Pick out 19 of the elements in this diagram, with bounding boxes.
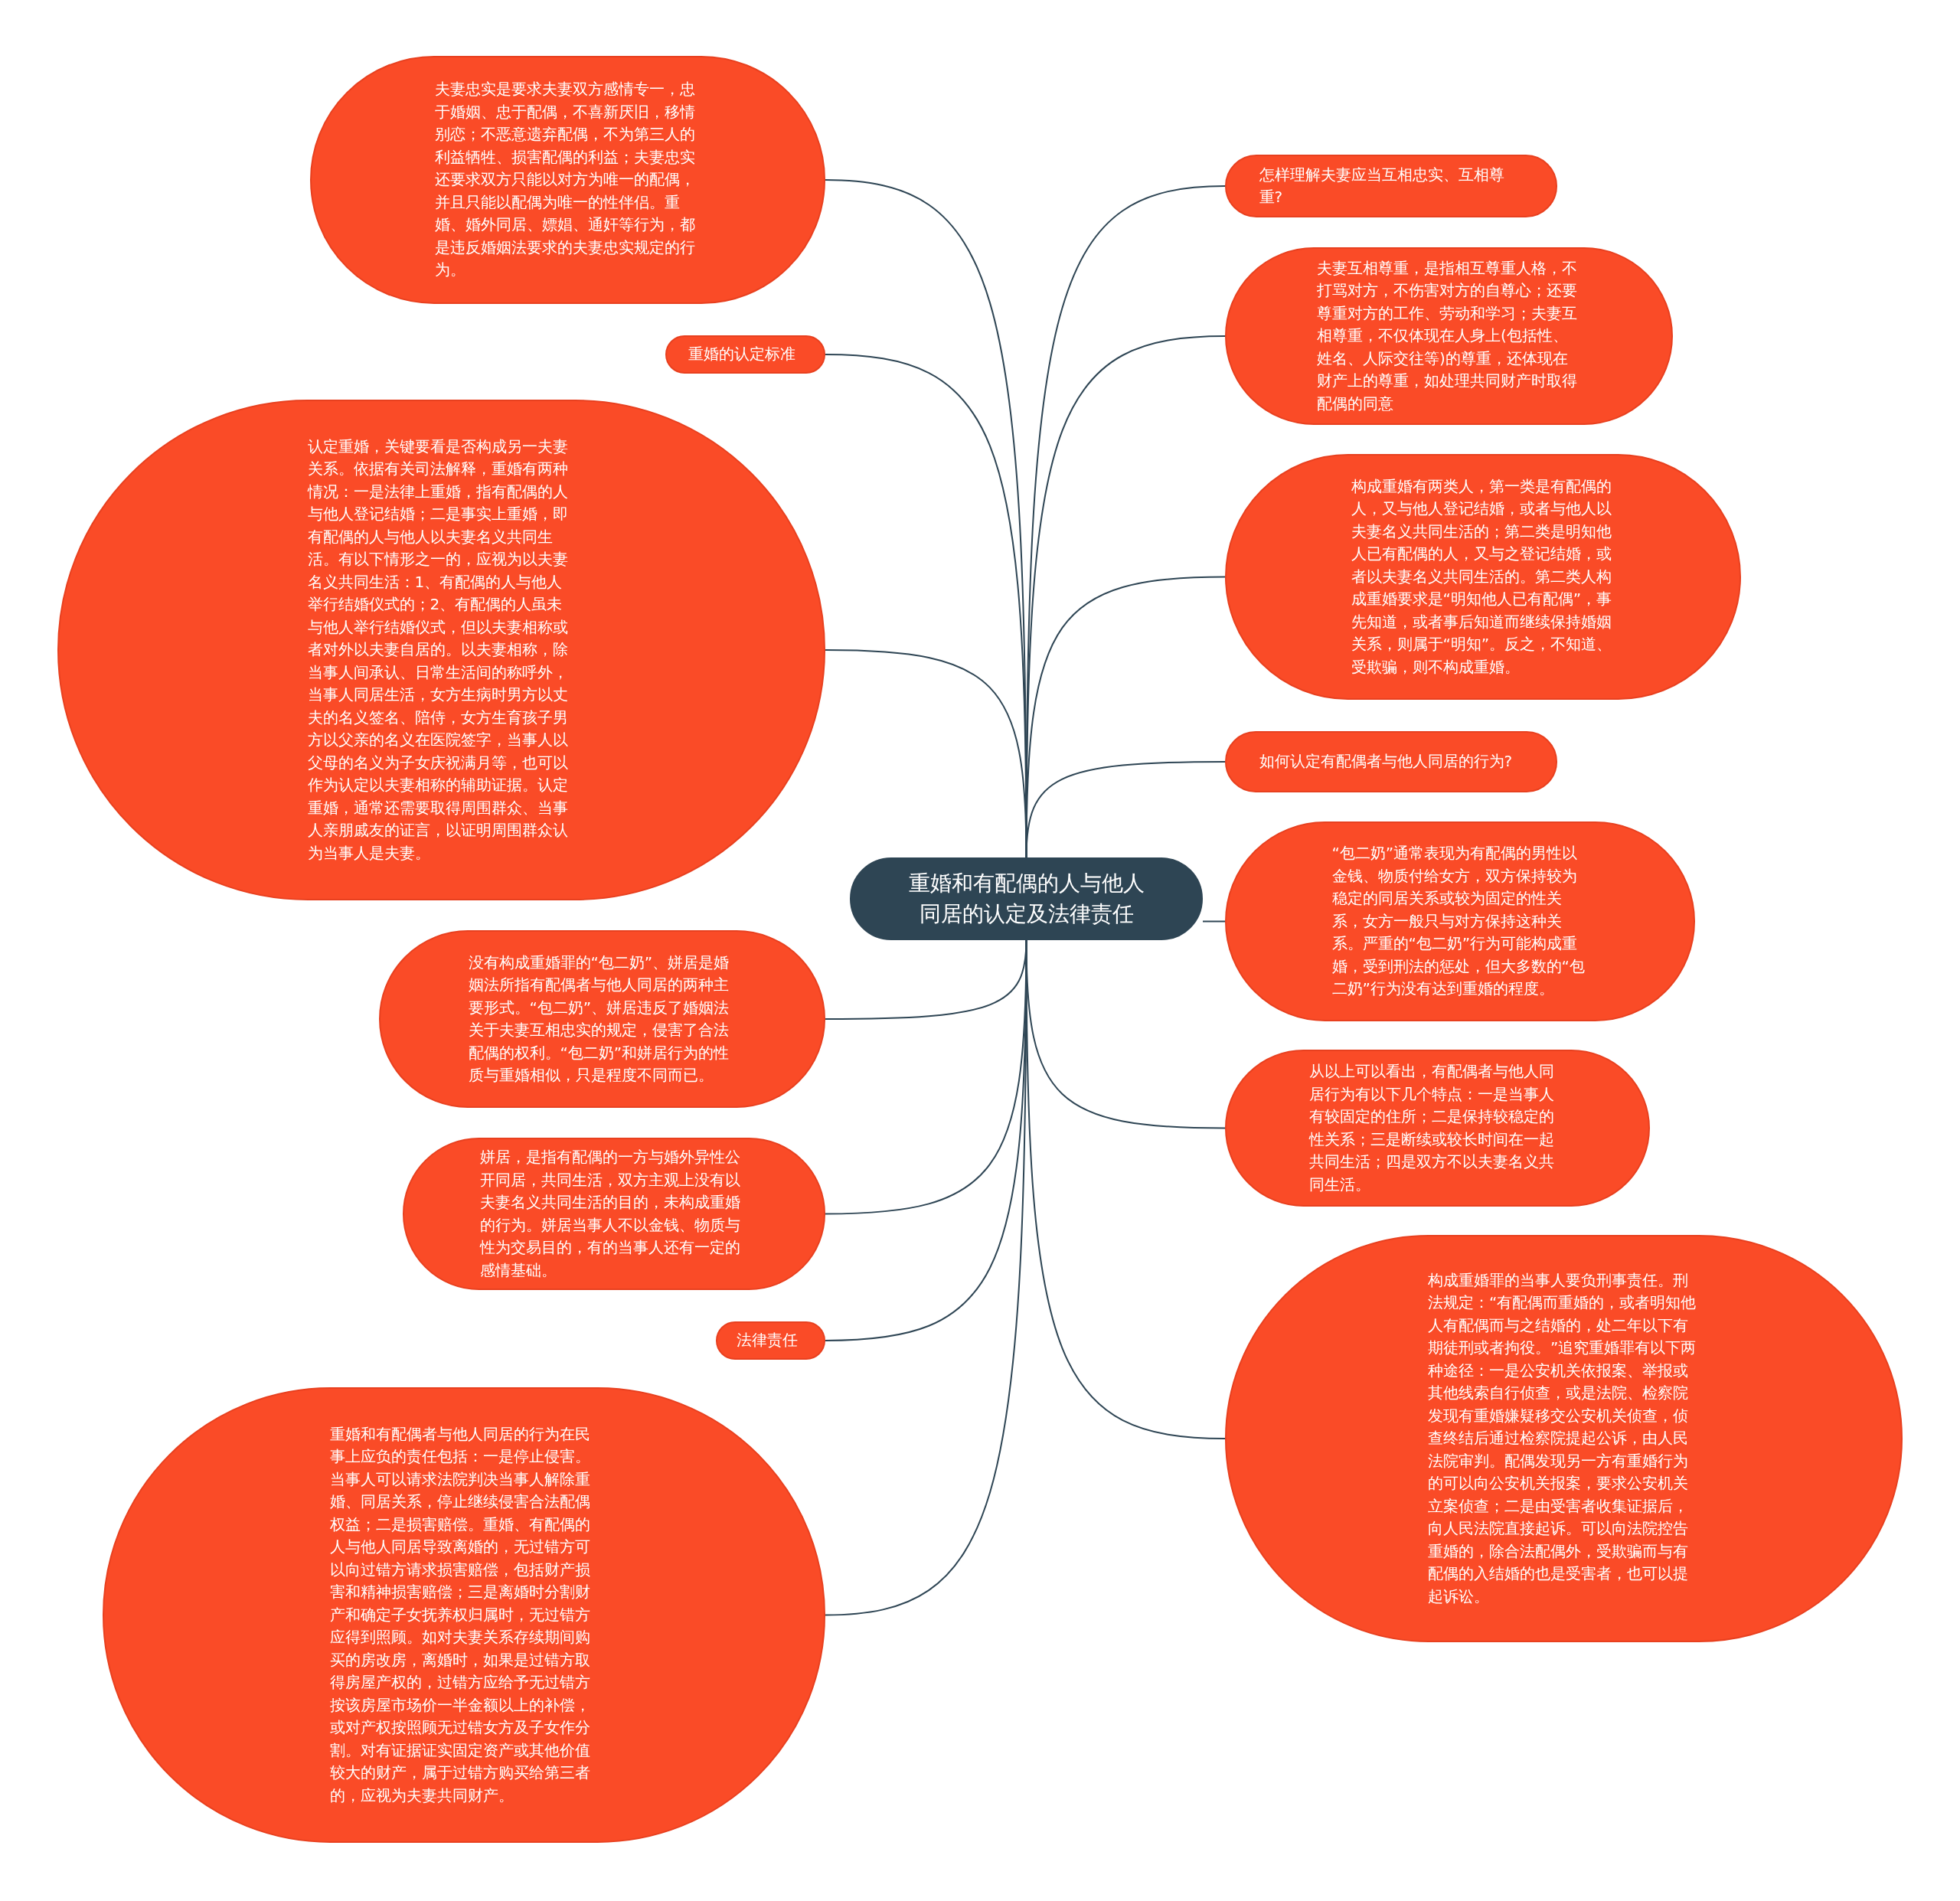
bubble-text: 构成重婚罪的当事人要负刑事责任。刑法规定：“有配偶而重婚的，或者明知他人有配偶而与之结婚的，处二年以下有期徒刑或者拘役。”追究重婚罪有以下两种途径：一是公安机关依报案、举报或其他线索自行侦查，或是法院、检察院发现有重婚嫌疑移交公安机关侦查，侦查终结后通过检察院提起公诉，由人民法院审判。配偶发现另一方有重婚行为的可以向公安机关报案，要求公安机关立案侦查；二是由受害者收集证据后，向人民法院直接起诉。可以向法院控告重婚的，除合法配偶外，受欺骗而与有配偶的入结婚的也是受害者，也可以提起诉讼。 — [1428, 1269, 1697, 1607]
topic-pill — [665, 335, 825, 374]
topic-text: 如何认定有配偶者与他人同居的行为? — [1259, 751, 1514, 772]
bubble-text: 构成重婚有两类人，第一类是有配偶的人，又与他人登记结婚，或者与他人以夫妻名义共同生活的；第二类是明知他人已有配偶的人，又与之登记结婚，或者以夫妻名义共同生活的。第二类人构成重婚要求是“明知他人已有配偶”，事先知道，或者事后知道而继续保持婚姻关系，则属于“明知”。反之，不知道、受欺骗，则不构成重婚。 — [1351, 475, 1613, 678]
bubble-text: 夫妻互相尊重，是指相互尊重人格，不打骂对方，不伤害对方的自尊心；还要尊重对方的工作、劳动和学习；夫妻互相尊重，不仅体现在人身上(包括性、姓名、人际交往等)的尊重，还体现在财产上的尊重，如处理共同财产时取得配偶的同意 — [1317, 257, 1578, 414]
bubble-text: “包二奶”通常表现为有配偶的男性以金钱、物质付给女方，双方保持较为稳定的同居关系或较为固定的性关系，女方一般只与对方保持这种关系。严重的“包二奶”行为可能构成重婚，受到刑法的惩处，但大多数的“包二奶”行为没有达到重婚的程度。 — [1331, 843, 1586, 1000]
bubble-text: 姘居，是指有配偶的一方与婚外异性公开同居，共同生活，双方主观上没有以夫妻名义共同生活的目的，未构成重婚的行为。姘居当事人不以金钱、物质与性为交易目的，有的当事人还有一定的感情基础。 — [480, 1147, 741, 1281]
connector-line — [1025, 761, 1226, 858]
topic-text: 法律责任 — [736, 1330, 799, 1351]
bubble-text: 夫妻忠实是要求夫妻双方感情专一，忠于婚姻、忠于配偶，不喜新厌旧，移情别恋；不恶意遗弃配偶，不为第三人的利益牺牲、损害配偶的利益；夫妻忠实还要求双方只能以对方为唯一的配偶，并且只能以配偶为唯一的性伴侣。重婚、婚外同居、嫖娼、通奸等行为，都是违反婚姻法要求的夫妻忠实规定的行为。 — [434, 79, 696, 281]
bubble-text: 重婚和有配偶者与他人同居的行为在民事上应负的责任包括：一是停止侵害。当事人可以请求法院判决当事人解除重婚、同居关系，停止继续侵害合法配偶权益；二是损害赔偿。重婚、有配偶的人与他人同居导致离婚的，无过错方可以向过错方请求损害赔偿，包括财产损害和精神损害赔偿；三是离婚时分割财产和确定子女抚养权归属时，无过错方应得到照顾。如对夫妻关系存续期间购买的房改房，离婚时，如果是过错方取得房屋产权的，过错方应给予无过错方按该房屋市场价一半金额以上的补偿，或对产权按照顾无过错女方及子女作分割。对有证据证实固定资产或其他价值较大的财产，属于过错方购买给第三者的，应视为夫妻共同财产。 — [330, 1423, 591, 1806]
topic-text: 重婚的认定标准 — [688, 344, 796, 365]
bubble-text: 从以上可以看出，有配偶者与他人同居行为有以下几个特点：一是当事人有较固定的住所；二是保持较稳定的性关系；三是断续或较长时间在一起共同生活；四是双方不以夫妻名义共同生活。 — [1309, 1061, 1555, 1195]
central-topic-text: 重婚和有配偶的人与他人同居的认定及法律责任 — [907, 870, 1145, 928]
connector-line — [1202, 920, 1226, 923]
topic-pill — [716, 1321, 825, 1360]
bubble-text: 没有构成重婚罪的“包二奶”、姘居是婚姻法所指有配偶者与他人同居的两种主要形式。“包二奶”、姘居违反了婚姻法关于夫妻互相忠实的规定，侵害了合法配偶的权利。“包二奶”和姘居行为的性质与重婚相似，只是程度不同而已。 — [468, 952, 730, 1086]
bubble-text: 认定重婚，关键要看是否构成另一夫妻关系。依据有关司法解释，重婚有两种情况：一是法律上重婚，指有配偶的人与他人登记结婚；二是事实上重婚，即有配偶的人与他人以夫妻名义共同生活。有以下情形之一的，应视为以夫妻名义共同生活：1、有配偶的人与他人举行结婚仪式的；2、有配偶的人虽未与他人举行结婚仪式，但以夫妻相称或者对外以夫妻自居的。以夫妻相称，除当事人间承认、日常生活间的称呼外，当事人同居生活，女方生病时男方以丈夫的名义签名、陪侍，女方生育孩子男方以父亲的名义在医院签字，当事人以父母的名义为子女庆祝满月等，也可以作为认定以夫妻相称的辅助证据。认定重婚，通常还需要取得周围群众、当事人亲朋戚友的证言，以证明周围群众认为当事人是夫妻。 — [307, 436, 569, 864]
topic-text: 怎样理解夫妻应当互相忠实、互相尊重? — [1259, 164, 1505, 207]
